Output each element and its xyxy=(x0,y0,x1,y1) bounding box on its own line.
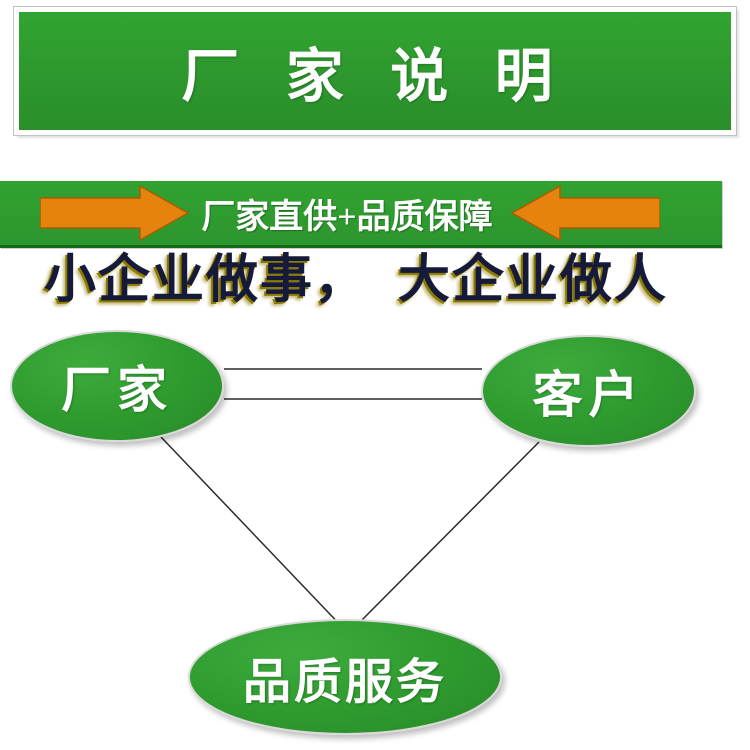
arrow-left-icon xyxy=(510,184,660,242)
ribbon-text: 厂家直供+品质保障 xyxy=(201,198,493,236)
slogan-text: 小企业做事， 大企业做人 xyxy=(43,251,668,309)
title-banner: 厂 家 说 明 xyxy=(14,7,736,135)
arrow-right-icon xyxy=(40,184,190,242)
node-customer: 客户 xyxy=(481,335,696,447)
node-customer-label: 客户 xyxy=(532,367,645,423)
node-service: 品质服务 xyxy=(188,619,502,735)
ribbon-bar: 厂家直供+品质保障 xyxy=(0,181,722,248)
node-service-label: 品质服务 xyxy=(242,656,447,709)
node-factory: 厂家 xyxy=(10,330,224,442)
page-title: 厂 家 说 明 xyxy=(181,44,569,109)
node-factory-label: 厂家 xyxy=(61,362,173,418)
